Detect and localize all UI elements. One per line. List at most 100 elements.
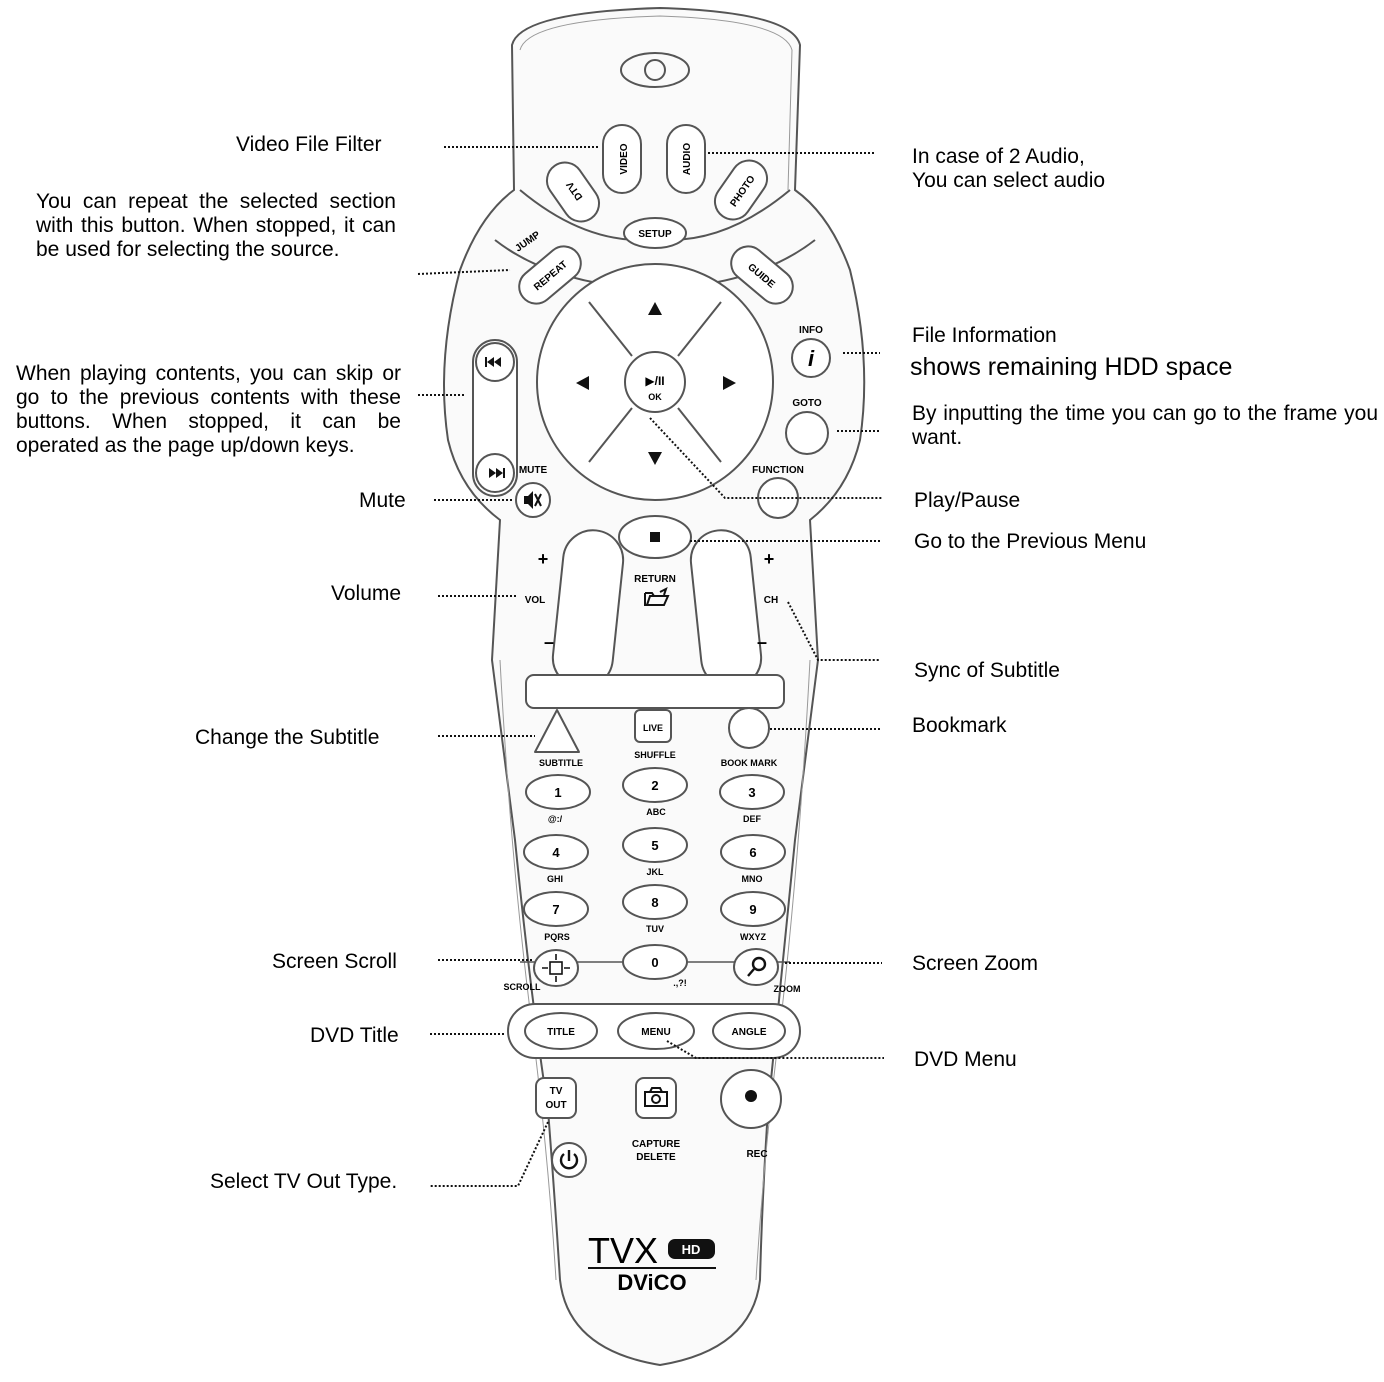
- power-button[interactable]: [551, 1142, 587, 1178]
- svg-text:7: 7: [552, 902, 559, 917]
- setup-button[interactable]: SETUP: [623, 217, 687, 249]
- dvd-title-annotation: DVD Title: [310, 1024, 399, 1047]
- menu-button[interactable]: MENU: [617, 1012, 695, 1050]
- repeat-button[interactable]: REPEAT: [512, 239, 587, 310]
- video-button[interactable]: VIDEO: [602, 124, 642, 194]
- goto-button[interactable]: [785, 411, 829, 455]
- delete-label: DELETE: [636, 1152, 676, 1163]
- ir-window: [620, 52, 690, 88]
- repeat-annotation: You can repeat the selected section with…: [36, 190, 396, 261]
- dtv-button[interactable]: DTV: [540, 155, 606, 228]
- key-4[interactable]: 4: [523, 834, 589, 870]
- shuffle-label: SHUFFLE: [634, 750, 676, 760]
- bookmark-label: BOOK MARK: [721, 758, 778, 768]
- scroll-button[interactable]: [533, 949, 579, 987]
- key-7[interactable]: 7: [523, 891, 589, 927]
- audio-annotation-line-1: In case of 2 Audio,: [912, 145, 1085, 168]
- skip-annotation: When playing contents, you can skip or g…: [16, 362, 401, 457]
- folder-return-icon[interactable]: [644, 587, 670, 606]
- capture-button[interactable]: [635, 1077, 677, 1119]
- guide-button[interactable]: GUIDE: [724, 239, 799, 310]
- skip-previous-icon: [485, 357, 501, 367]
- ch-plus: +: [764, 549, 775, 569]
- stop-button[interactable]: [618, 515, 692, 559]
- key-6[interactable]: 6: [720, 834, 786, 870]
- up-arrow[interactable]: [648, 302, 662, 315]
- svg-text:TV: TV: [550, 1086, 563, 1097]
- tv-out-annotation: Select TV Out Type.: [210, 1170, 398, 1193]
- mute-label: MUTE: [519, 465, 548, 476]
- rec-label: REC: [746, 1149, 767, 1160]
- svg-text:AUDIO: AUDIO: [682, 143, 693, 175]
- key-4-sub: GHI: [547, 874, 563, 884]
- function-label: FUNCTION: [752, 465, 804, 476]
- scroll-crosshair-icon: [542, 954, 570, 982]
- title-button[interactable]: TITLE: [524, 1012, 598, 1050]
- mute-button[interactable]: [515, 482, 551, 518]
- down-arrow[interactable]: [648, 452, 662, 465]
- screen-scroll-annotation: Screen Scroll: [272, 950, 397, 973]
- dvd-menu-annotation: DVD Menu: [914, 1048, 1017, 1071]
- key-0[interactable]: 0: [622, 944, 688, 980]
- right-arrow[interactable]: [723, 376, 736, 390]
- svg-text:LIVE: LIVE: [643, 723, 663, 733]
- scroll-label: SCROLL: [504, 982, 542, 992]
- navigation-pad[interactable]: [536, 263, 774, 501]
- function-button[interactable]: [757, 477, 799, 519]
- svg-text:ANGLE: ANGLE: [732, 1027, 767, 1038]
- tv-out-button[interactable]: TV OUT: [535, 1077, 577, 1119]
- change-subtitle-annotation: Change the Subtitle: [195, 726, 380, 749]
- tvx-hd-logo: TVX HD: [588, 1230, 716, 1271]
- previous-menu-annotation: Go to the Previous Menu: [914, 530, 1147, 553]
- left-arrow[interactable]: [576, 376, 589, 390]
- svg-text:8: 8: [651, 895, 658, 910]
- key-5[interactable]: 5: [622, 827, 688, 863]
- svg-text:TITLE: TITLE: [547, 1027, 575, 1038]
- play-pause-annotation: Play/Pause: [914, 489, 1021, 512]
- svg-text:3: 3: [748, 785, 755, 800]
- display-strip: [525, 674, 785, 709]
- bookmark-button[interactable]: [728, 707, 770, 749]
- key-2[interactable]: 2: [622, 767, 688, 803]
- svg-text:4: 4: [552, 845, 560, 860]
- key-3[interactable]: 3: [719, 774, 785, 810]
- camera-icon: [644, 1087, 668, 1107]
- skip-buttons[interactable]: [472, 339, 518, 497]
- key-1-sub: @:/: [548, 814, 563, 824]
- svg-text:HD: HD: [682, 1242, 701, 1257]
- vol-minus: –: [544, 632, 554, 652]
- live-button[interactable]: LIVE: [634, 709, 672, 743]
- speaker-mute-icon: [524, 491, 542, 509]
- key-9[interactable]: 9: [720, 891, 786, 927]
- angle-button[interactable]: ANGLE: [712, 1012, 786, 1050]
- audio-annotation: In case of 2 Audio, You can select audio: [912, 145, 1105, 193]
- audio-button[interactable]: AUDIO: [666, 124, 706, 194]
- photo-button[interactable]: PHOTO: [708, 153, 774, 226]
- volume-annotation: Volume: [331, 582, 402, 605]
- bookmark-annotation: Bookmark: [912, 714, 1007, 737]
- ok-button-symbol[interactable]: ▶/II: [645, 374, 664, 388]
- svg-text:0: 0: [651, 955, 658, 970]
- rec-button[interactable]: [720, 1069, 782, 1129]
- svg-text:2: 2: [651, 778, 658, 793]
- goto-label: GOTO: [792, 398, 821, 409]
- svg-text:5: 5: [651, 838, 658, 853]
- key-2-sub: ABC: [646, 807, 666, 817]
- vol-label: VOL: [525, 595, 546, 606]
- capture-label: CAPTURE: [632, 1139, 681, 1150]
- key-8-sub: TUV: [646, 924, 664, 934]
- key-5-sub: JKL: [646, 867, 664, 877]
- zoom-button[interactable]: [733, 948, 779, 986]
- key-1[interactable]: 1: [525, 774, 591, 810]
- info-button[interactable]: i: [791, 338, 831, 378]
- key-9-sub: WXYZ: [740, 932, 767, 942]
- key-3-sub: DEF: [743, 814, 762, 824]
- key-8[interactable]: 8: [622, 884, 688, 920]
- svg-text:1: 1: [554, 785, 561, 800]
- subtitle-button[interactable]: [534, 709, 580, 753]
- skip-next-icon: [489, 468, 505, 478]
- svg-text:VIDEO: VIDEO: [619, 143, 630, 174]
- magnifier-icon: [747, 956, 767, 977]
- record-dot-icon: [745, 1090, 757, 1102]
- return-label: RETURN: [634, 574, 676, 585]
